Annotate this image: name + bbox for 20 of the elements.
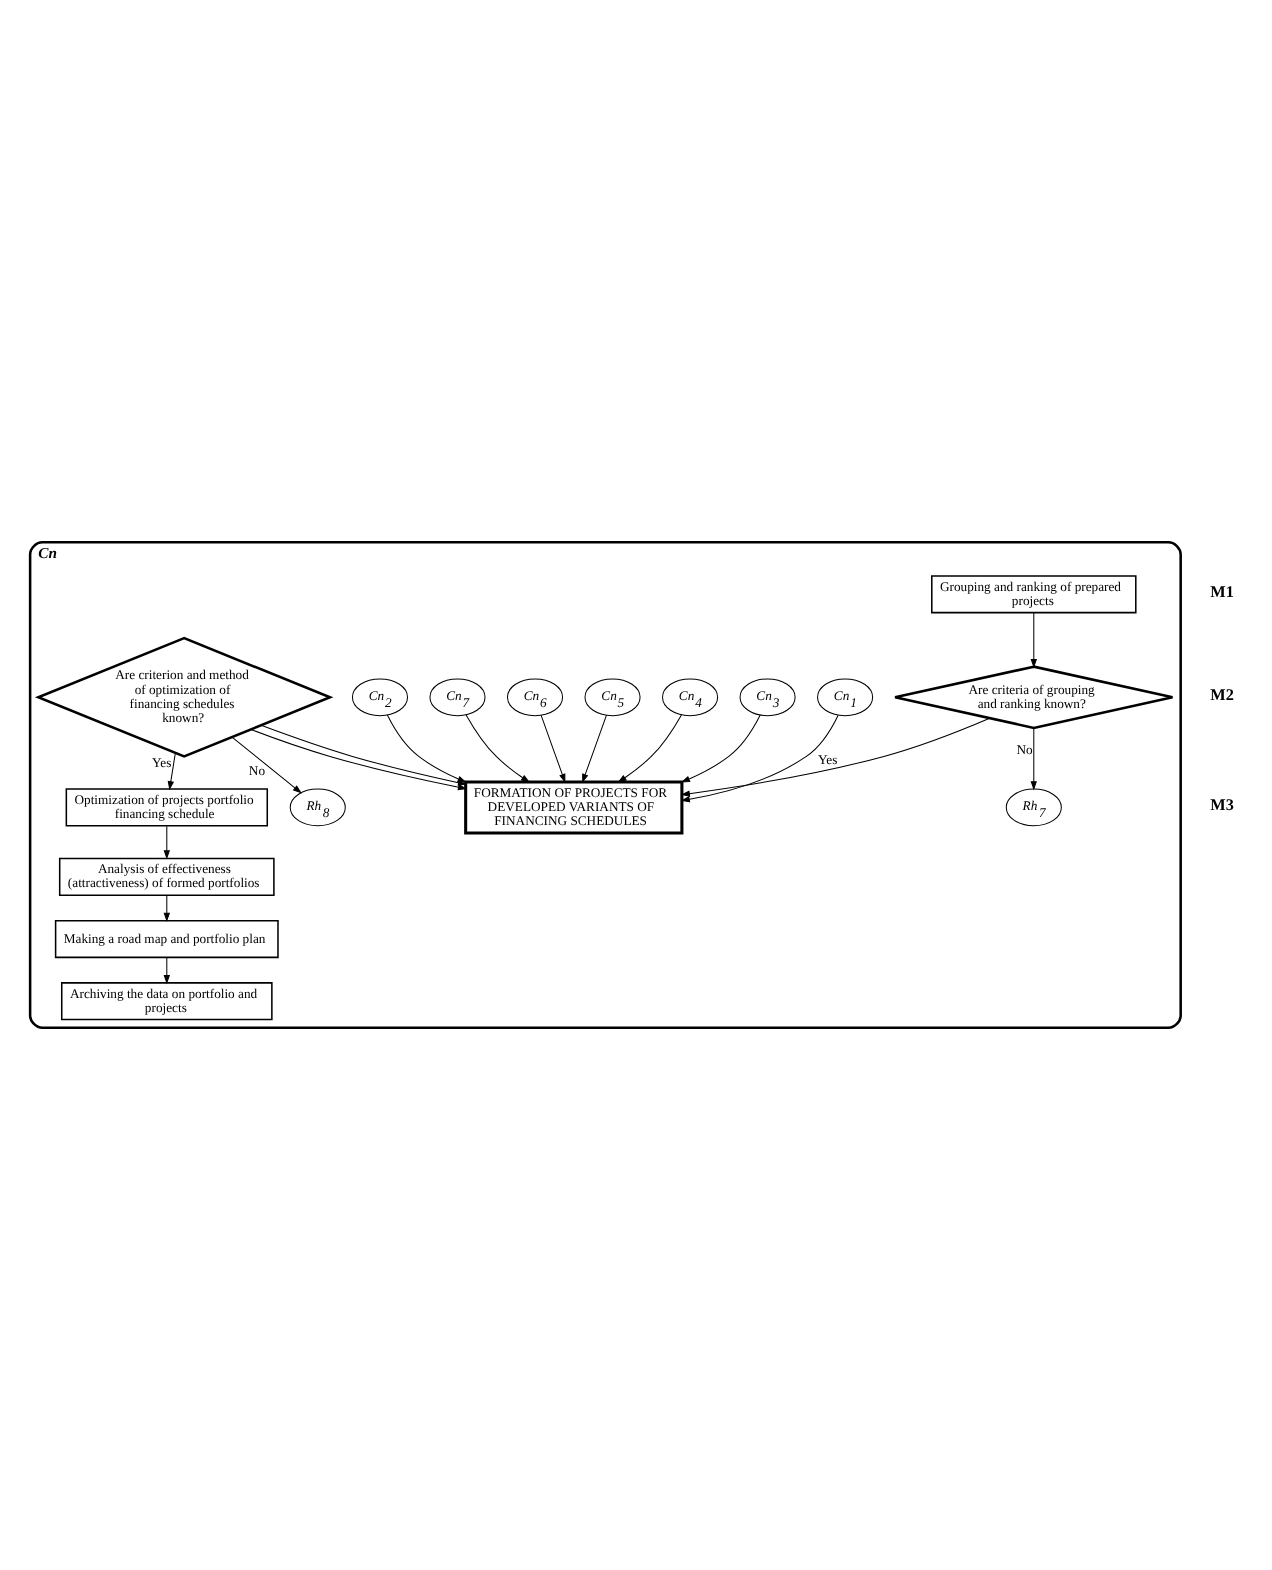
arrow xyxy=(167,752,176,791)
arrow xyxy=(260,724,468,786)
arrow xyxy=(617,714,682,783)
arrow xyxy=(582,714,607,784)
arrow xyxy=(250,729,468,791)
arrow xyxy=(465,714,531,783)
arrow xyxy=(680,717,991,797)
arrow xyxy=(540,714,566,784)
label: M3 xyxy=(1210,796,1234,815)
arrow xyxy=(680,714,839,803)
arrow xyxy=(163,956,170,985)
label: M1 xyxy=(1210,583,1234,602)
arrow xyxy=(231,736,302,794)
arrow xyxy=(680,714,761,783)
arrow xyxy=(163,894,170,922)
arrow xyxy=(163,825,170,860)
label: M2 xyxy=(1210,686,1234,705)
arrow xyxy=(1030,612,1037,669)
arrow xyxy=(386,714,467,783)
arrow xyxy=(1030,727,1037,791)
